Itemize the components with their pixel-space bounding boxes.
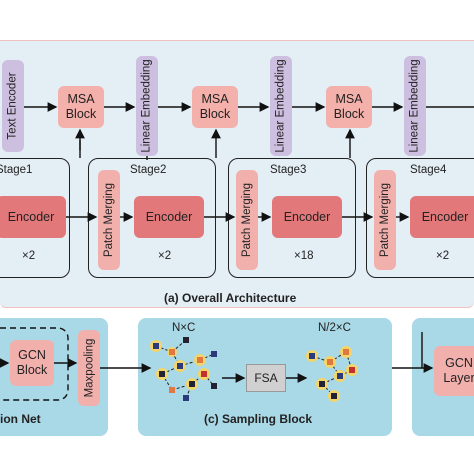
text-encoder: Text Encoder [2, 60, 24, 152]
fsa-block: FSA [246, 364, 286, 392]
stage1-repeat: ×2 [22, 250, 36, 262]
stage3-encoder: Encoder [272, 196, 342, 238]
nxc-label: N×C [172, 322, 196, 334]
stage3-repeat: ×18 [294, 250, 314, 262]
stage2-repeat: ×2 [158, 250, 172, 262]
stage4-label: Stage4 [410, 164, 447, 176]
left-panel-caption: ion Net [0, 412, 41, 426]
stage3-label: Stage3 [270, 164, 307, 176]
msa-block-2: MSA Block [192, 86, 238, 128]
msa-block-1: MSA Block [58, 86, 104, 128]
gcn-layer-label: GCN Layer [443, 356, 474, 385]
sampling-block-caption: (c) Sampling Block [204, 412, 313, 426]
maxpooling-block: Maxpooling [78, 330, 100, 406]
stage1-label: Stage1 [0, 164, 33, 176]
msa-block-2-label: MSA Block [199, 92, 231, 121]
dashed-box [0, 327, 69, 401]
msa-block-3-label: MSA Block [333, 92, 365, 121]
linear-embedding-3: Linear Embedding [404, 56, 426, 156]
n2xc-label: N/2×C [318, 322, 351, 334]
msa-block-1-label: MSA Block [65, 92, 97, 121]
stage4-repeat: ×2 [436, 250, 450, 262]
graph-n2-nodes [306, 346, 358, 402]
linear-embedding-2: Linear Embedding [270, 56, 292, 156]
stage2-patch-merging: Patch Merging [98, 170, 120, 270]
linear-embedding-1: Linear Embedding [136, 56, 158, 156]
stage3-patch-merging: Patch Merging [236, 170, 258, 270]
stage4-patch-merging: Patch Merging [374, 170, 396, 270]
stage2-encoder: Encoder [134, 196, 204, 238]
msa-block-3: MSA Block [326, 86, 372, 128]
overall-architecture-caption: (a) Overall Architecture [164, 291, 297, 305]
stage2-label: Stage2 [130, 164, 167, 176]
gcn-block: GCN Block [10, 340, 54, 386]
gcn-layer: GCN Layer [434, 346, 474, 396]
stage4-encoder: Encoder [410, 196, 474, 238]
graph-n-nodes [150, 337, 217, 401]
stage1-encoder: Encoder [0, 196, 66, 238]
gcn-block-label: GCN Block [16, 348, 48, 377]
